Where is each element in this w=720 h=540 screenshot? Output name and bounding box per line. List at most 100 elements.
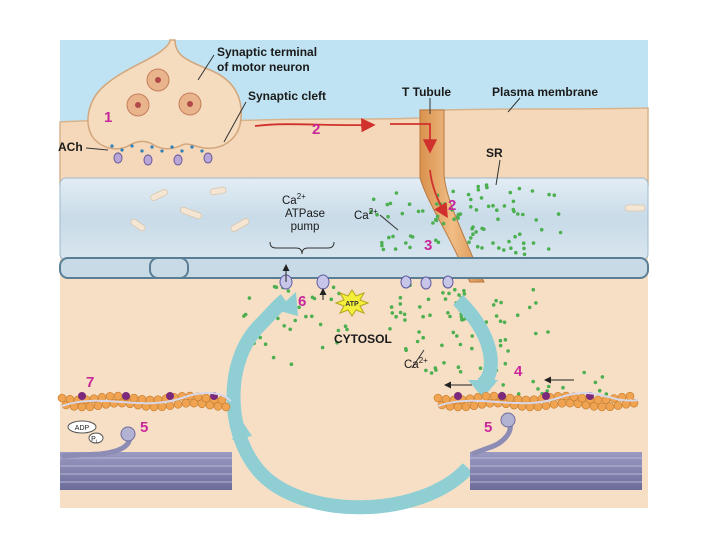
calcium-ion bbox=[561, 385, 565, 390]
calcium-ion bbox=[511, 199, 516, 204]
calcium-ion bbox=[469, 236, 473, 240]
myofilament-right bbox=[433, 391, 642, 490]
actin-bead bbox=[541, 401, 551, 410]
calcium-ion bbox=[289, 362, 294, 367]
calcium-ion bbox=[498, 319, 503, 324]
leader-lines bbox=[85, 54, 521, 369]
calcium-ion bbox=[393, 247, 398, 251]
calcium-ion bbox=[424, 368, 428, 373]
calcium-ion bbox=[329, 297, 334, 302]
calcium-ion bbox=[428, 313, 432, 318]
calcium-ion bbox=[462, 288, 466, 293]
calcium-ion bbox=[387, 235, 391, 240]
actin-bead bbox=[549, 399, 559, 409]
calcium-ion bbox=[498, 338, 503, 343]
calcium-ion bbox=[446, 311, 450, 315]
ca-pump-label-3: pump bbox=[291, 221, 320, 233]
calcium-ion bbox=[407, 202, 412, 206]
calcium-ion bbox=[388, 327, 392, 331]
calcium-ion bbox=[456, 365, 461, 370]
calcium-ion bbox=[516, 212, 520, 216]
calcium-ion bbox=[517, 186, 522, 191]
calcium-ion bbox=[381, 247, 386, 252]
actin-bead bbox=[593, 395, 603, 405]
actin-bead bbox=[433, 393, 443, 403]
calcium-ion bbox=[390, 311, 395, 315]
calcium-ion bbox=[369, 209, 373, 214]
calcium-ion bbox=[521, 212, 525, 217]
cytosol-label: CYTOSOL bbox=[334, 332, 392, 346]
svg-text:Pi: Pi bbox=[91, 436, 97, 445]
calcium-ion bbox=[471, 225, 475, 229]
calcium-ion bbox=[451, 189, 456, 194]
calcium-ion bbox=[470, 346, 474, 351]
cycle-arrowhead-top bbox=[276, 292, 298, 316]
adp-label: ADP bbox=[75, 425, 90, 432]
calcium-ion bbox=[371, 197, 376, 202]
calcium-ion bbox=[403, 318, 407, 322]
calcium-ion bbox=[443, 297, 448, 301]
troponin bbox=[542, 392, 550, 400]
calcium-ion bbox=[247, 296, 252, 300]
calcium-ion bbox=[318, 322, 323, 327]
calcium-ion bbox=[597, 388, 602, 393]
calcium-ion bbox=[336, 328, 341, 333]
calcium-ion bbox=[545, 389, 549, 393]
calcium-ion bbox=[456, 216, 460, 220]
calcium-ion bbox=[394, 314, 398, 319]
step-number-2a: 2 bbox=[312, 121, 320, 138]
calcium-ion bbox=[486, 204, 491, 209]
calcium-ion bbox=[491, 303, 496, 307]
ca-pump-label-1: Ca2+ bbox=[282, 192, 306, 207]
calcium-ion bbox=[440, 343, 444, 348]
action-potential-arrow-1 bbox=[254, 118, 376, 133]
calcium-ion bbox=[435, 214, 440, 219]
calcium-release-channels bbox=[400, 275, 454, 290]
ca-lower-label: Ca2+ bbox=[404, 356, 428, 371]
actin-bead bbox=[613, 401, 623, 410]
calcium-ion bbox=[455, 334, 459, 338]
calcium-ion bbox=[478, 366, 483, 371]
calcium-ion bbox=[502, 204, 507, 208]
calcium-ion bbox=[494, 314, 499, 318]
calcium-ion bbox=[458, 370, 463, 374]
step-number-4: 4 bbox=[514, 363, 523, 380]
actin-bead bbox=[597, 402, 607, 412]
calcium-ion bbox=[442, 361, 446, 365]
calcium-ion bbox=[394, 191, 399, 195]
calcium-ion bbox=[604, 392, 609, 396]
calcium-ion bbox=[558, 230, 563, 235]
calcium-ion bbox=[491, 241, 495, 245]
calcium-ion bbox=[497, 246, 501, 250]
calcium-ion bbox=[415, 339, 420, 344]
calcium-ion bbox=[531, 287, 536, 292]
calcium-ion bbox=[522, 246, 526, 251]
actin-bead bbox=[533, 402, 543, 412]
calcium-ion bbox=[448, 314, 452, 319]
actin-bead bbox=[77, 402, 87, 412]
calcium-ion bbox=[512, 209, 516, 214]
calcium-ion bbox=[556, 212, 561, 216]
calcium-ion bbox=[513, 234, 517, 239]
actin-bead bbox=[461, 402, 471, 412]
troponin bbox=[454, 392, 462, 400]
calcium-ion bbox=[447, 291, 451, 296]
calcium-ion bbox=[531, 241, 536, 245]
actin-bead bbox=[129, 393, 139, 403]
actin-bead bbox=[489, 391, 499, 401]
plasma-membrane-label: Plasma membrane bbox=[492, 85, 598, 99]
calcium-ion bbox=[416, 209, 421, 214]
calcium-ion bbox=[534, 331, 538, 336]
calcium-ion bbox=[433, 366, 438, 370]
calcium-ion bbox=[498, 343, 503, 348]
calcium-ion bbox=[450, 208, 454, 212]
actin-bead bbox=[57, 393, 67, 403]
calcium-ion bbox=[418, 305, 422, 309]
actin-bead bbox=[221, 402, 231, 412]
calcium-ion bbox=[502, 320, 507, 325]
calcium-ion bbox=[452, 217, 456, 221]
calcium-ion bbox=[441, 291, 445, 295]
actin-bead bbox=[469, 401, 479, 410]
calcium-ion bbox=[451, 330, 456, 335]
actin-bead bbox=[85, 402, 95, 412]
